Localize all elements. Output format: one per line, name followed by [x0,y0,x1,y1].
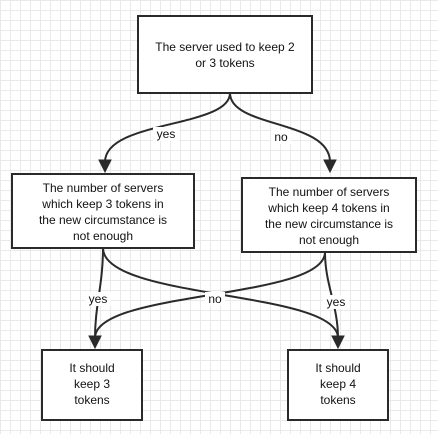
svg-text:the new circumstance is: the new circumstance is [265,217,393,231]
svg-text:tokens: tokens [74,393,109,407]
svg-text:no: no [208,292,222,306]
label-cross-no: no [205,292,225,306]
svg-text:keep 4: keep 4 [320,377,356,391]
label-left-to-keep3: yes [85,292,111,306]
label-right-to-keep4: yes [323,295,349,309]
svg-text:or 3 tokens: or 3 tokens [195,56,254,70]
svg-text:tokens: tokens [320,393,355,407]
svg-text:yes: yes [327,295,346,309]
svg-text:The number of servers: The number of servers [269,185,390,199]
node-keep4: It should keep 4 tokens [287,349,389,421]
svg-text:The server used to keep 2: The server used to keep 2 [155,40,295,54]
svg-text:which keep 3 tokens in: which keep 3 tokens in [41,197,163,211]
svg-text:It should: It should [69,361,114,375]
svg-text:no: no [274,130,288,144]
edge-root-to-left [98,92,231,174]
svg-text:The number of servers: The number of servers [43,181,164,195]
svg-text:It should: It should [315,361,360,375]
label-root-to-right: no [271,130,291,144]
svg-text:keep 3: keep 3 [74,377,110,391]
node-left-condition: The number of servers which keep 3 token… [11,173,195,249]
svg-text:the new circumstance is: the new circumstance is [39,213,167,227]
node-root: The server used to keep 2 or 3 tokens [137,15,313,94]
node-right-condition: The number of servers which keep 4 token… [241,177,417,253]
node-keep3: It should keep 3 tokens [41,349,143,421]
svg-text:yes: yes [89,292,108,306]
svg-text:not enough: not enough [73,229,133,243]
svg-text:yes: yes [157,127,176,141]
svg-text:which keep 4 tokens in: which keep 4 tokens in [267,201,389,215]
label-root-to-left: yes [153,127,179,141]
svg-text:not enough: not enough [299,233,359,247]
edge-root-to-right [229,92,337,174]
